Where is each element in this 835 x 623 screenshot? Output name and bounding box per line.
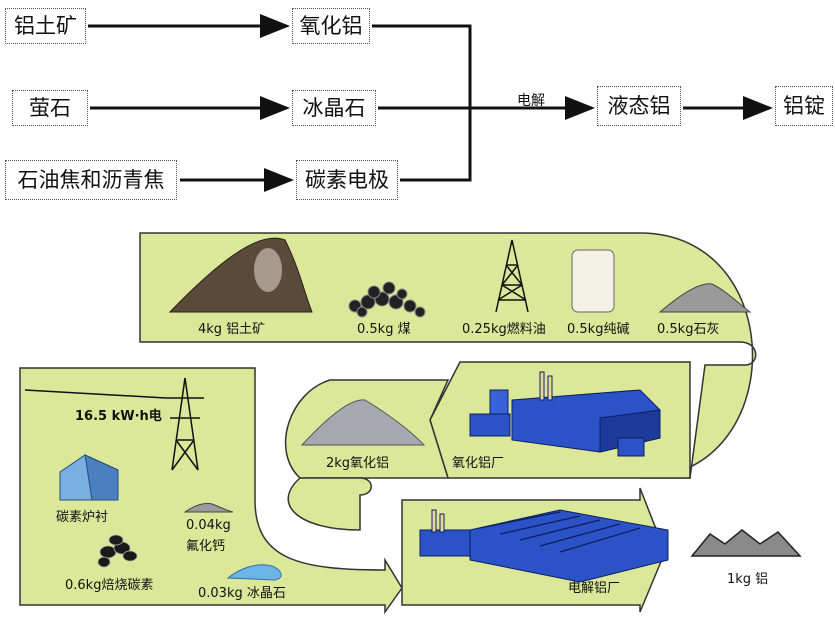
power-tower-icon: [24, 377, 204, 471]
aluminum-output-label: 1kg 铝: [727, 572, 769, 587]
baked-carbon-label: 0.6kg焙烧碳素: [65, 578, 154, 593]
alumina-plant-label: 氧化铝厂: [452, 456, 505, 471]
furnace-lining-icon: [59, 454, 119, 501]
alumina-box: 氧化铝: [292, 8, 370, 44]
electrolysis-plant-label: 电解铝厂: [568, 581, 621, 596]
electrolysis-label: 电解: [517, 93, 545, 109]
collector-line: [372, 24, 472, 182]
liquid-aluminum-box: 液态铝: [597, 86, 681, 126]
soda-ash-bag-icon: [571, 249, 615, 313]
furnace-lining-label: 碳素炉衬: [56, 510, 109, 525]
input-petroleum-coke: 石油焦和沥青焦: [5, 160, 177, 200]
lime-label: 0.5kg石灰: [657, 322, 720, 337]
aluminum-ingot-icon: [690, 529, 802, 557]
lime-pile: [658, 283, 752, 313]
cryolite-puddle: [226, 564, 282, 581]
coal-label: 0.5kg 煤: [357, 322, 411, 337]
carbon-electrode-box: 碳素电极: [296, 160, 398, 200]
coal-pile: [348, 281, 426, 318]
input-bauxite: 铝土矿: [5, 8, 86, 44]
oil-derrick-icon: [495, 239, 529, 313]
fluoride-pile: [183, 502, 234, 513]
aluminum-ingot-box: 铝锭: [775, 86, 833, 126]
cryolite-box: 冰晶石: [292, 90, 376, 126]
bauxite-label: 4kg 铝土矿: [198, 322, 266, 337]
alumina-plant-icon: [469, 371, 661, 457]
alumina-pile: [300, 399, 426, 446]
alumina-output-label: 2kg氧化铝: [326, 456, 390, 471]
fuel-oil-label: 0.25kg燃料油: [462, 322, 546, 337]
input-fluorite: 萤石: [12, 90, 88, 126]
soda-ash-label: 0.5kg纯碱: [567, 322, 630, 337]
fluoride-amount-label: 0.04kg: [186, 518, 231, 533]
electricity-label: 16.5 kW·h电: [75, 409, 162, 424]
baked-carbon-icon: [97, 534, 138, 568]
band-loop: [287, 477, 372, 531]
fluoride-name-label: 氟化钙: [186, 539, 226, 554]
electrolysis-plant-icon: [419, 509, 669, 583]
cryolite-label: 0.03kg 冰晶石: [198, 586, 286, 601]
